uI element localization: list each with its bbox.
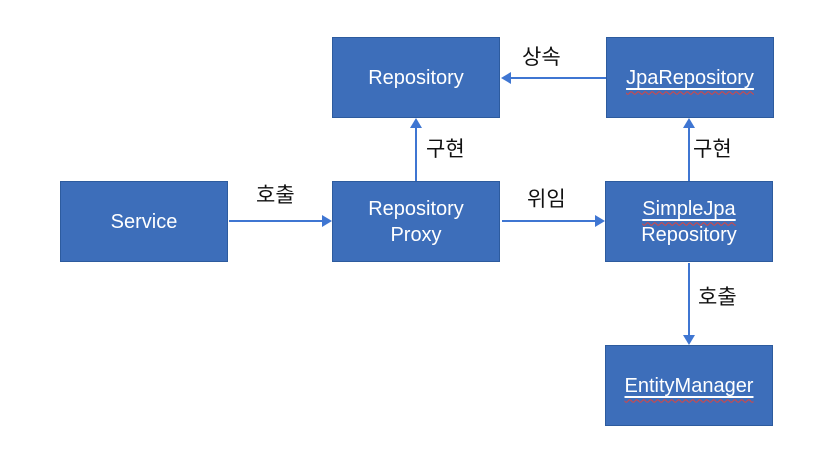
arrow-simple-to-jpa-head bbox=[683, 118, 695, 128]
node-service: Service bbox=[60, 181, 228, 262]
edge-label-call-bottom: 호출 bbox=[698, 286, 737, 309]
node-repository-label: Repository bbox=[368, 66, 464, 89]
node-repository-proxy-line1: Repository bbox=[368, 197, 464, 220]
edge-label-call-left: 호출 bbox=[256, 184, 295, 207]
node-simple-jpa-repository: SimpleJpa Repository bbox=[605, 181, 773, 262]
arrow-simple-to-entity-head bbox=[683, 335, 695, 345]
arrow-simple-to-entity-line bbox=[688, 263, 690, 336]
edge-label-implement-right: 구현 bbox=[693, 138, 732, 161]
arrow-proxy-to-simple-line bbox=[502, 220, 596, 222]
arrow-proxy-to-repository-head bbox=[410, 118, 422, 128]
node-entity-manager-label: EntityManager bbox=[624, 374, 754, 397]
arrow-service-to-proxy-line bbox=[229, 220, 323, 222]
node-simple-jpa-line1: SimpleJpa bbox=[642, 197, 736, 220]
edge-label-inherit: 상속 bbox=[522, 46, 561, 69]
node-simple-jpa-line2: Repository bbox=[641, 223, 737, 246]
edge-label-delegate: 위임 bbox=[527, 188, 566, 211]
arrow-jpa-to-repository-head bbox=[501, 72, 511, 84]
node-repository-proxy: Repository Proxy bbox=[332, 181, 500, 262]
arrow-proxy-to-simple-head bbox=[595, 215, 605, 227]
edge-label-implement-left: 구현 bbox=[426, 138, 465, 161]
arrow-service-to-proxy-head bbox=[322, 215, 332, 227]
node-repository: Repository bbox=[332, 37, 500, 118]
node-service-label: Service bbox=[110, 210, 178, 233]
arrow-simple-to-jpa-line bbox=[688, 127, 690, 181]
node-jpa-repository-label: JpaRepository bbox=[626, 66, 754, 89]
node-repository-proxy-line2: Proxy bbox=[390, 223, 442, 246]
node-jpa-repository: JpaRepository bbox=[606, 37, 774, 118]
arrow-proxy-to-repository-line bbox=[415, 127, 417, 181]
node-entity-manager: EntityManager bbox=[605, 345, 773, 426]
arrow-jpa-to-repository-line bbox=[510, 77, 606, 79]
